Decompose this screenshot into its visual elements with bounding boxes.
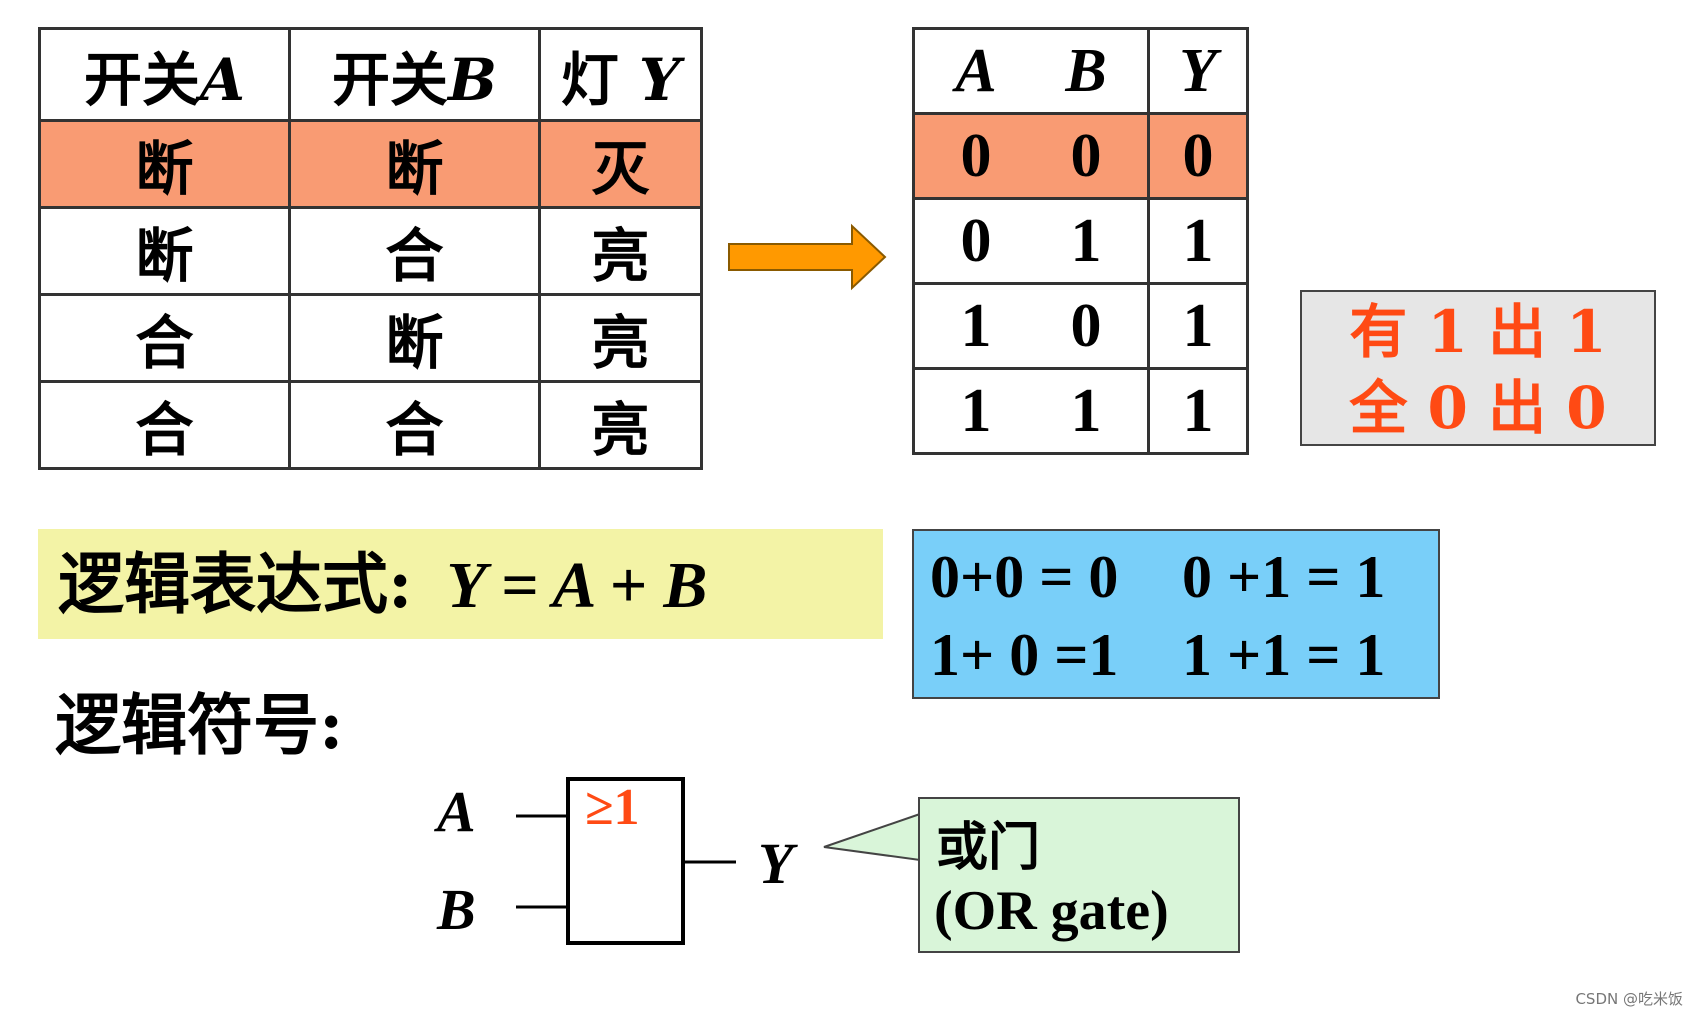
table-cell: 合 xyxy=(38,380,291,470)
table-cell: 亮 xyxy=(538,206,703,296)
table-row: 断 断 灭 xyxy=(38,119,703,209)
table-cell: 合 xyxy=(288,206,541,296)
arith-item: 1 +1 = 1 xyxy=(1182,622,1386,688)
logic-expression-band: 逻辑表达式: Y = A + B xyxy=(38,529,883,639)
value-b: 0 xyxy=(1070,121,1102,190)
header-lamp-y: 灯 Y xyxy=(538,27,703,122)
table-cell: 断 xyxy=(288,293,541,383)
logic-symbol-label: 逻辑符号: xyxy=(55,686,344,764)
gate-input-a-label: A xyxy=(437,779,476,844)
header-text: 灯 xyxy=(560,45,619,114)
table-cell: 断 xyxy=(288,119,541,209)
header-y: Y xyxy=(1147,27,1249,115)
table-row: 合 合 亮 xyxy=(38,380,703,470)
watermark: CSDN @吃米饭 xyxy=(1575,990,1683,1008)
expression-formula: Y = A + B xyxy=(446,549,708,622)
table-row: 断 合 亮 xyxy=(38,206,703,296)
callout-english-name: (OR gate) xyxy=(934,880,1169,942)
table-cell: 亮 xyxy=(538,380,703,470)
table-cell: 灭 xyxy=(538,119,703,209)
rule-line-2: 全 0 出 0 xyxy=(1349,374,1607,442)
value-a: 0 xyxy=(960,206,992,275)
or-gate-callout: 或门 (OR gate) xyxy=(918,797,1240,953)
table-cell: 合 xyxy=(38,293,291,383)
value-a: 1 xyxy=(960,291,992,360)
value-b: 1 xyxy=(1070,206,1102,275)
table-cell: 亮 xyxy=(538,293,703,383)
table-cell: 断 xyxy=(38,119,291,209)
header-switch-a: 开关A xyxy=(38,27,291,122)
value-b: 0 xyxy=(1070,291,1102,360)
gate-input-b-label: B xyxy=(437,877,476,942)
arith-item: 1+ 0 =1 xyxy=(930,622,1119,688)
header-text: 开关 xyxy=(83,45,200,114)
gate-output-y-label: Y xyxy=(758,831,794,896)
or-gate-symbol xyxy=(516,777,736,945)
arith-item: 0 +1 = 1 xyxy=(1182,544,1386,610)
value-y: 0 xyxy=(1147,112,1249,200)
rule-box: 有 1 出 1 全 0 出 0 xyxy=(1300,290,1656,446)
value-a: 1 xyxy=(960,376,992,445)
gate-or-symbol: ≥1 xyxy=(585,779,640,836)
header-a: A xyxy=(955,36,997,105)
switch-state-table: 开关A 开关B 灯 Y 断 断 灭 断 合 亮 合 断 亮 合 合 亮 xyxy=(38,27,703,470)
switch-table-header: 开关A 开关B 灯 Y xyxy=(38,27,703,122)
header-switch-b: 开关B xyxy=(288,27,541,122)
header-variable: Y xyxy=(638,45,681,114)
arith-item: 0+0 = 0 xyxy=(930,544,1119,610)
value-y: 1 xyxy=(1147,197,1249,285)
value-y: 1 xyxy=(1147,282,1249,370)
value-a: 0 xyxy=(960,121,992,190)
callout-chinese-name: 或门 xyxy=(936,817,1041,878)
table-cell: 合 xyxy=(288,380,541,470)
header-text: 开关 xyxy=(331,45,448,114)
right-arrow-icon xyxy=(728,223,887,291)
or-arithmetic-box: 0+0 = 0 0 +1 = 1 1+ 0 =1 1 +1 = 1 xyxy=(912,529,1440,699)
callout-pointer xyxy=(823,812,921,862)
header-variable: B xyxy=(447,45,498,114)
table-row: 合 断 亮 xyxy=(38,293,703,383)
header-b: B xyxy=(1065,36,1107,105)
header-variable: A xyxy=(200,45,246,114)
value-y: 1 xyxy=(1147,367,1249,455)
value-b: 1 xyxy=(1070,376,1102,445)
table-cell: 断 xyxy=(38,206,291,296)
expression-label: 逻辑表达式: xyxy=(58,545,413,623)
rule-line-1: 有 1 出 1 xyxy=(1349,298,1607,366)
